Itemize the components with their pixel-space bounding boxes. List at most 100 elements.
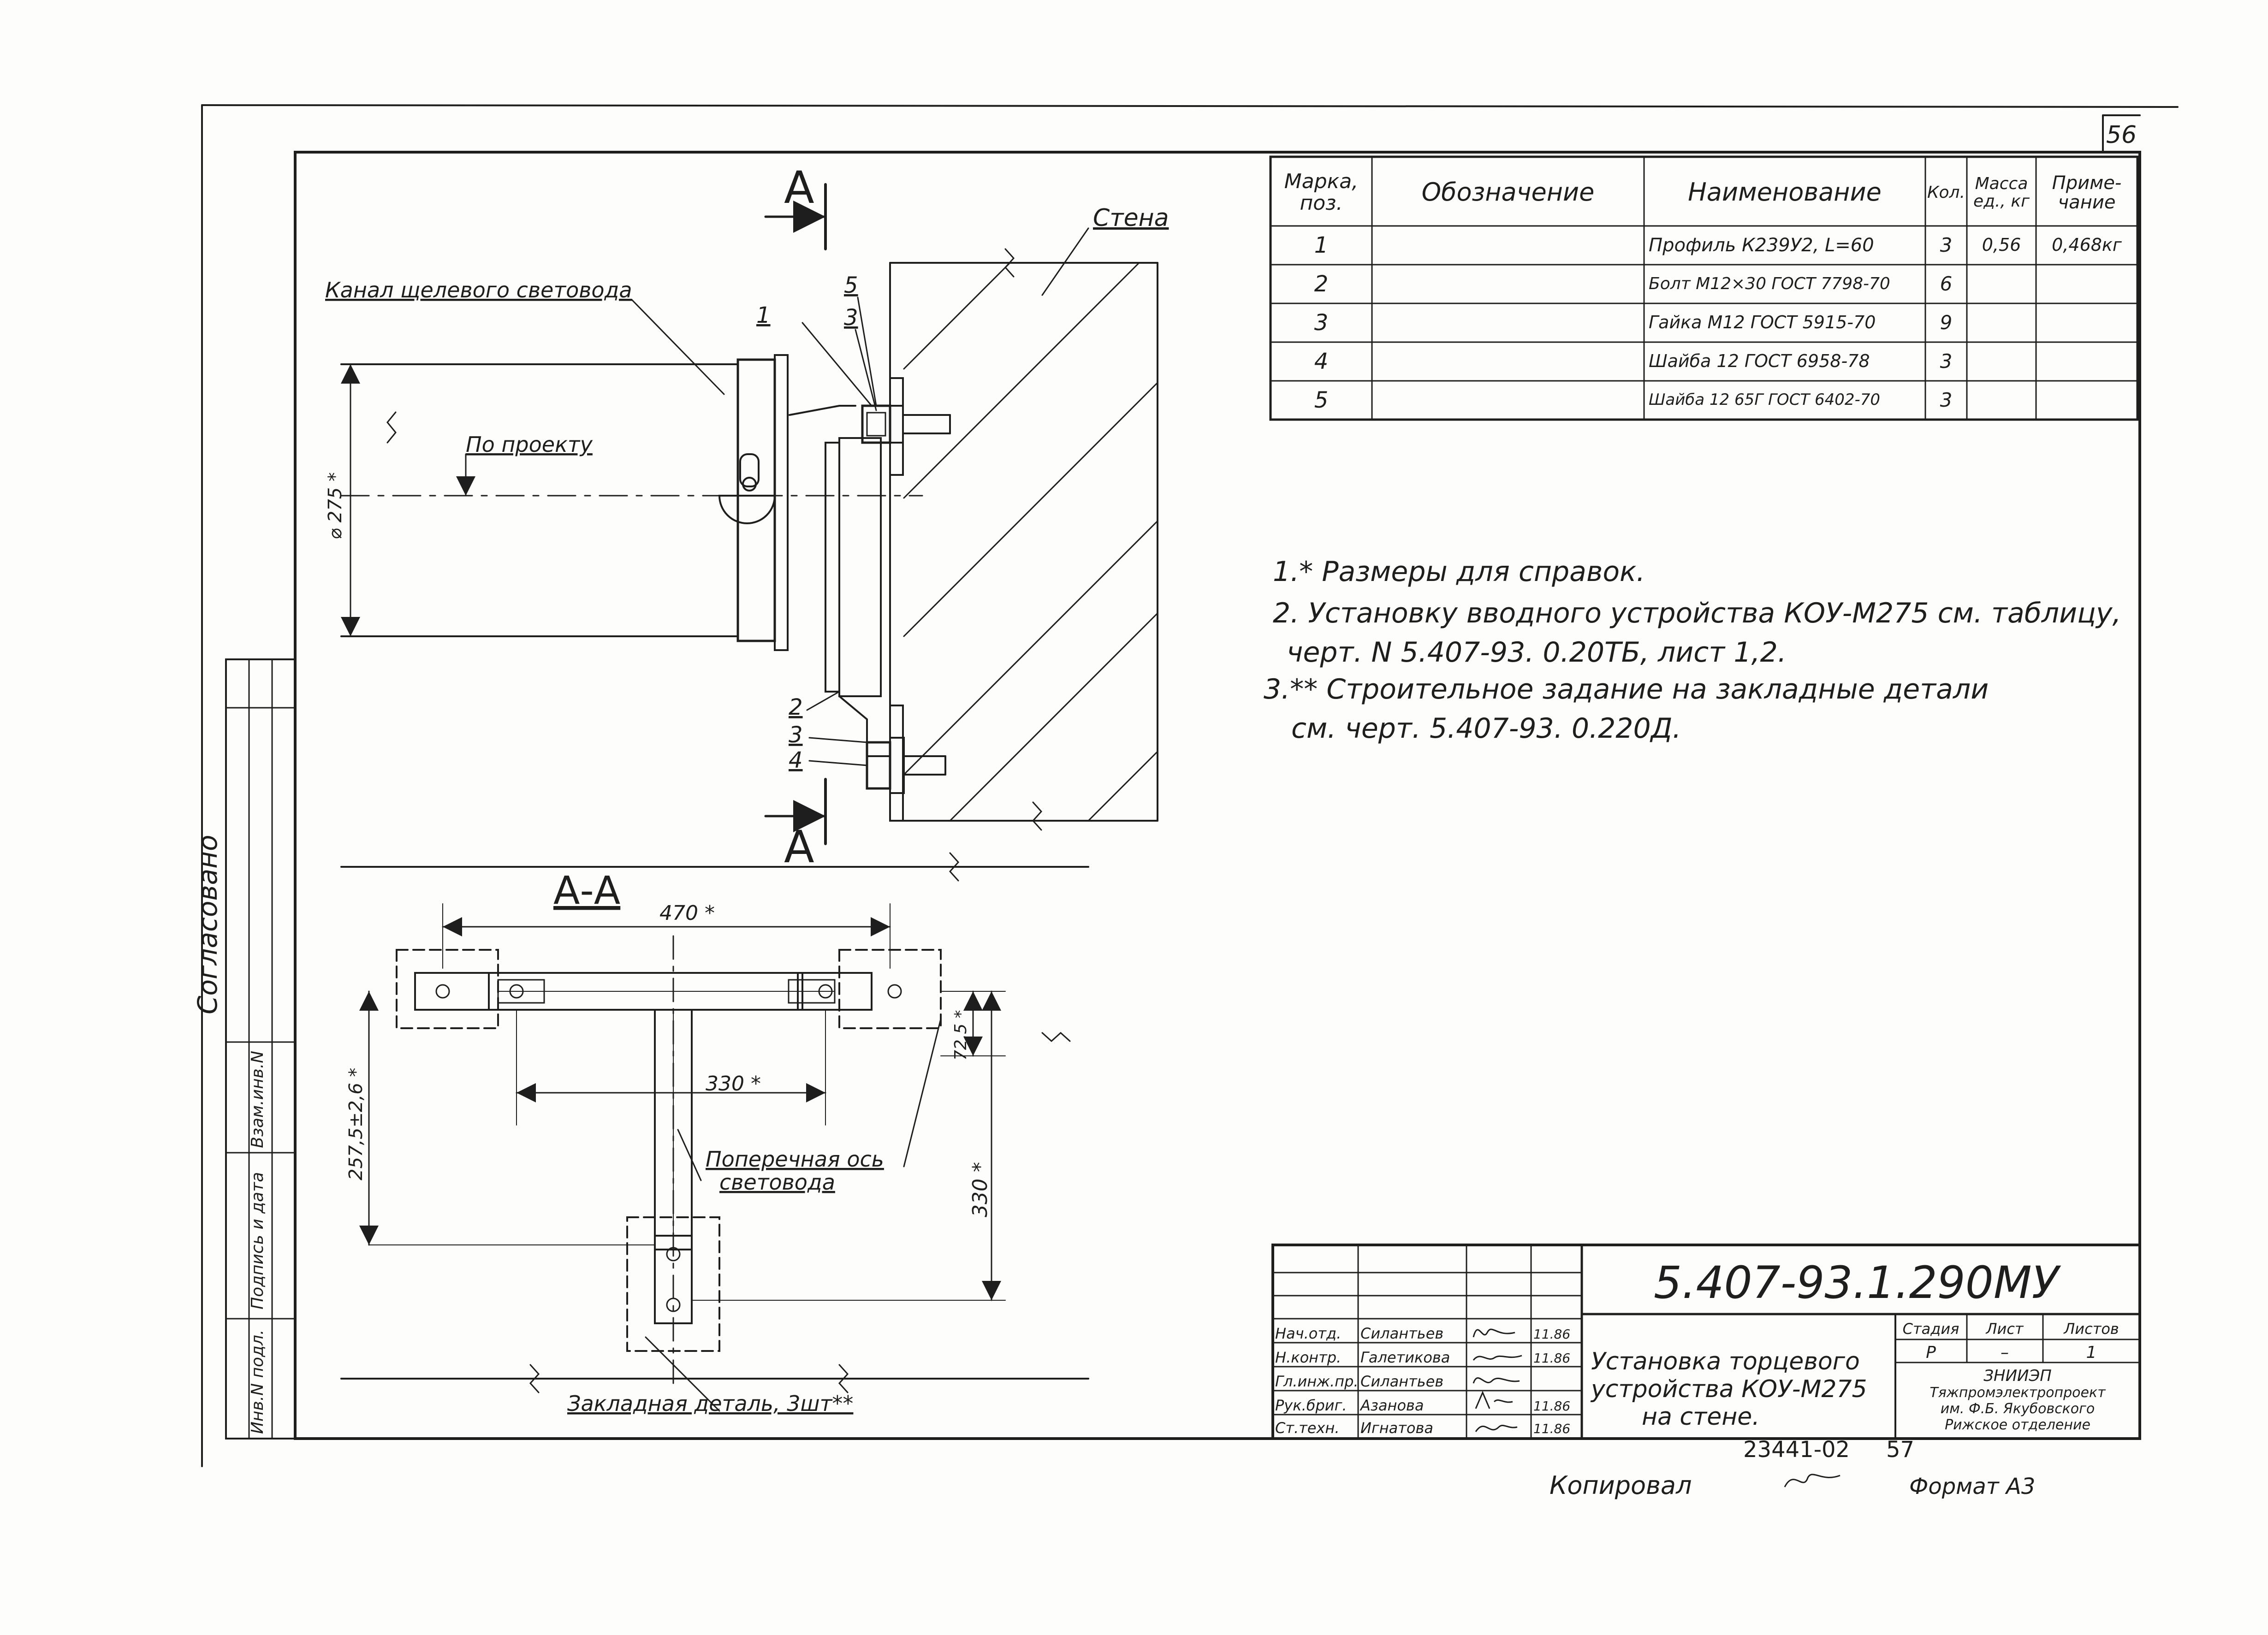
project-label: По проекту bbox=[466, 432, 593, 457]
row-qty: 3 bbox=[1940, 388, 1953, 411]
stamp-inventory-label: Инв.N подл. bbox=[248, 1330, 267, 1434]
header-mark: Марка, поз. bbox=[1284, 170, 1359, 215]
row-name: Гайка М12 ГОСТ 5915-70 bbox=[1649, 312, 1876, 333]
staff-role: Гл.инж.пр. bbox=[1275, 1373, 1359, 1390]
wall-label: Стена bbox=[1093, 204, 1169, 232]
note-1: 1.* Размеры для справок. bbox=[1273, 556, 1645, 588]
axis-label-line2: световода bbox=[719, 1170, 835, 1195]
stamp-replace-label: Взам.инв.N bbox=[248, 1051, 267, 1148]
embedded-part-label: Закладная деталь, 3шт** bbox=[567, 1391, 853, 1416]
org-line-2: Тяжпромэлектропроект bbox=[1930, 1385, 2106, 1401]
row-qty: 9 bbox=[1940, 311, 1953, 334]
dim-470: 470 * bbox=[659, 901, 715, 925]
header-mass: Масса ед., кг bbox=[1973, 174, 2030, 211]
row-mark: 3 bbox=[1314, 309, 1329, 336]
row-designation bbox=[1372, 303, 1644, 342]
title-line-3: на стене. bbox=[1642, 1403, 1760, 1431]
row-note bbox=[2036, 381, 2137, 420]
org-line-4: Рижское отделение bbox=[1945, 1417, 2090, 1433]
staff-role: Нач.отд. bbox=[1275, 1325, 1341, 1342]
staff-role: Н.контр. bbox=[1275, 1349, 1341, 1366]
staff-date: 11.86 bbox=[1533, 1327, 1570, 1342]
footer-copied: Копировал bbox=[1550, 1471, 1692, 1500]
row-designation bbox=[1372, 381, 1644, 420]
header-qty: Кол. bbox=[1927, 183, 1965, 202]
title-line-2: устройства КОУ-М275 bbox=[1590, 1375, 1867, 1403]
title-line-1: Установка торцевого bbox=[1591, 1348, 1860, 1375]
note-2-cont: черт. N 5.407-93. 0.20ТБ, лист 1,2. bbox=[1287, 636, 1787, 669]
row-mass bbox=[1967, 381, 2036, 420]
sheet-header: Лист bbox=[1985, 1320, 2024, 1338]
stage-header: Стадия bbox=[1903, 1320, 1959, 1338]
outer-frame-top bbox=[201, 104, 2179, 108]
row-mark: 2 bbox=[1314, 271, 1329, 297]
staff-name: Игнатова bbox=[1360, 1419, 1433, 1437]
staff-name: Силантьев bbox=[1360, 1325, 1443, 1342]
callout-1: 1 bbox=[756, 302, 771, 328]
org-line-1: ЗНИИЭП bbox=[1983, 1367, 2052, 1385]
footer-page: 57 bbox=[1886, 1437, 1914, 1463]
page-number: 56 bbox=[2106, 121, 2137, 149]
dim-257: 257,5±2,6 * bbox=[345, 1068, 367, 1180]
row-mass bbox=[1967, 265, 2036, 303]
row-mark: 4 bbox=[1314, 348, 1329, 374]
row-note bbox=[2036, 303, 2137, 342]
row-name: Шайба 12 ГОСТ 6958-78 bbox=[1649, 351, 1870, 372]
stage-value: Р bbox=[1926, 1343, 1936, 1362]
staff-name: Галетикова bbox=[1360, 1349, 1450, 1366]
row-qty: 3 bbox=[1940, 350, 1953, 373]
dim-330-horizontal: 330 * bbox=[706, 1072, 761, 1096]
staff-name: Силантьев bbox=[1360, 1373, 1443, 1390]
header-name: Наименование bbox=[1688, 178, 1882, 207]
row-note bbox=[2036, 342, 2137, 381]
agreed-label: Согласовано bbox=[192, 835, 223, 1014]
note-3: 3.** Строительное задание на закладные д… bbox=[1264, 673, 1989, 705]
section-mark-bottom: А bbox=[784, 821, 814, 873]
axis-label-line1: Поперечная ось bbox=[706, 1147, 884, 1172]
row-mass: 0,56 bbox=[1982, 235, 2021, 255]
footer-inventory: 23441-02 bbox=[1743, 1437, 1850, 1463]
staff-rows: Нач.отд. Силантьев 11.86 Н.контр. Галети… bbox=[1275, 1325, 1570, 1437]
sheet-value: – bbox=[2001, 1343, 2009, 1362]
row-name: Болт М12×30 ГОСТ 7798-70 bbox=[1649, 274, 1890, 294]
header-note: Приме- чание bbox=[2052, 172, 2122, 213]
staff-name: Азанова bbox=[1360, 1397, 1424, 1414]
row-mark: 1 bbox=[1314, 232, 1329, 258]
dim-330-vertical: 330 * bbox=[968, 1162, 992, 1217]
row-designation bbox=[1372, 342, 1644, 381]
sheets-value: 1 bbox=[2086, 1343, 2097, 1362]
org-line-3: им. Ф.Б. Якубовского bbox=[1941, 1401, 2095, 1417]
callout-4: 4 bbox=[789, 747, 803, 773]
note-2: 2. Установку вводного устройства КОУ-М27… bbox=[1273, 597, 2121, 629]
note-3-cont: см. черт. 5.407-93. 0.220Д. bbox=[1291, 712, 1681, 745]
row-qty: 6 bbox=[1940, 272, 1953, 295]
callout-3-top: 3 bbox=[844, 305, 858, 331]
footer-format: Формат А3 bbox=[1909, 1474, 2035, 1499]
row-name: Профиль К239У2, L=60 bbox=[1649, 235, 1874, 256]
row-mark: 5 bbox=[1314, 387, 1329, 413]
staff-role: Ст.техн. bbox=[1275, 1419, 1340, 1437]
staff-date: 11.86 bbox=[1533, 1421, 1570, 1436]
header-designation: Обозначение bbox=[1421, 178, 1595, 207]
row-note: 0,468кг bbox=[2052, 235, 2122, 255]
callout-3-bottom: 3 bbox=[789, 722, 803, 748]
drawing-code: 5.407-93.1.290МУ bbox=[1654, 1257, 2061, 1309]
row-designation bbox=[1372, 265, 1644, 303]
title-block-frame bbox=[1271, 1244, 2141, 1440]
staff-date: 11.86 bbox=[1533, 1398, 1570, 1414]
stamp-signature-label: Подпись и дата bbox=[248, 1172, 267, 1309]
staff-date: 11.86 bbox=[1533, 1351, 1570, 1366]
callout-5: 5 bbox=[844, 272, 858, 298]
channel-label: Канал щелевого световода bbox=[325, 278, 632, 302]
side-stamp bbox=[225, 658, 296, 1440]
row-qty: 3 bbox=[1940, 233, 1953, 256]
section-title: А-А bbox=[553, 868, 620, 913]
sheets-header: Листов bbox=[2063, 1320, 2119, 1338]
section-mark-top: А bbox=[784, 162, 814, 213]
row-name: Шайба 12 65Г ГОСТ 6402-70 bbox=[1649, 391, 1881, 409]
dim-72: 72,5 * bbox=[951, 1010, 970, 1060]
row-mass bbox=[1967, 342, 2036, 381]
staff-role: Рук.бриг. bbox=[1275, 1397, 1347, 1414]
callout-2: 2 bbox=[789, 694, 803, 720]
